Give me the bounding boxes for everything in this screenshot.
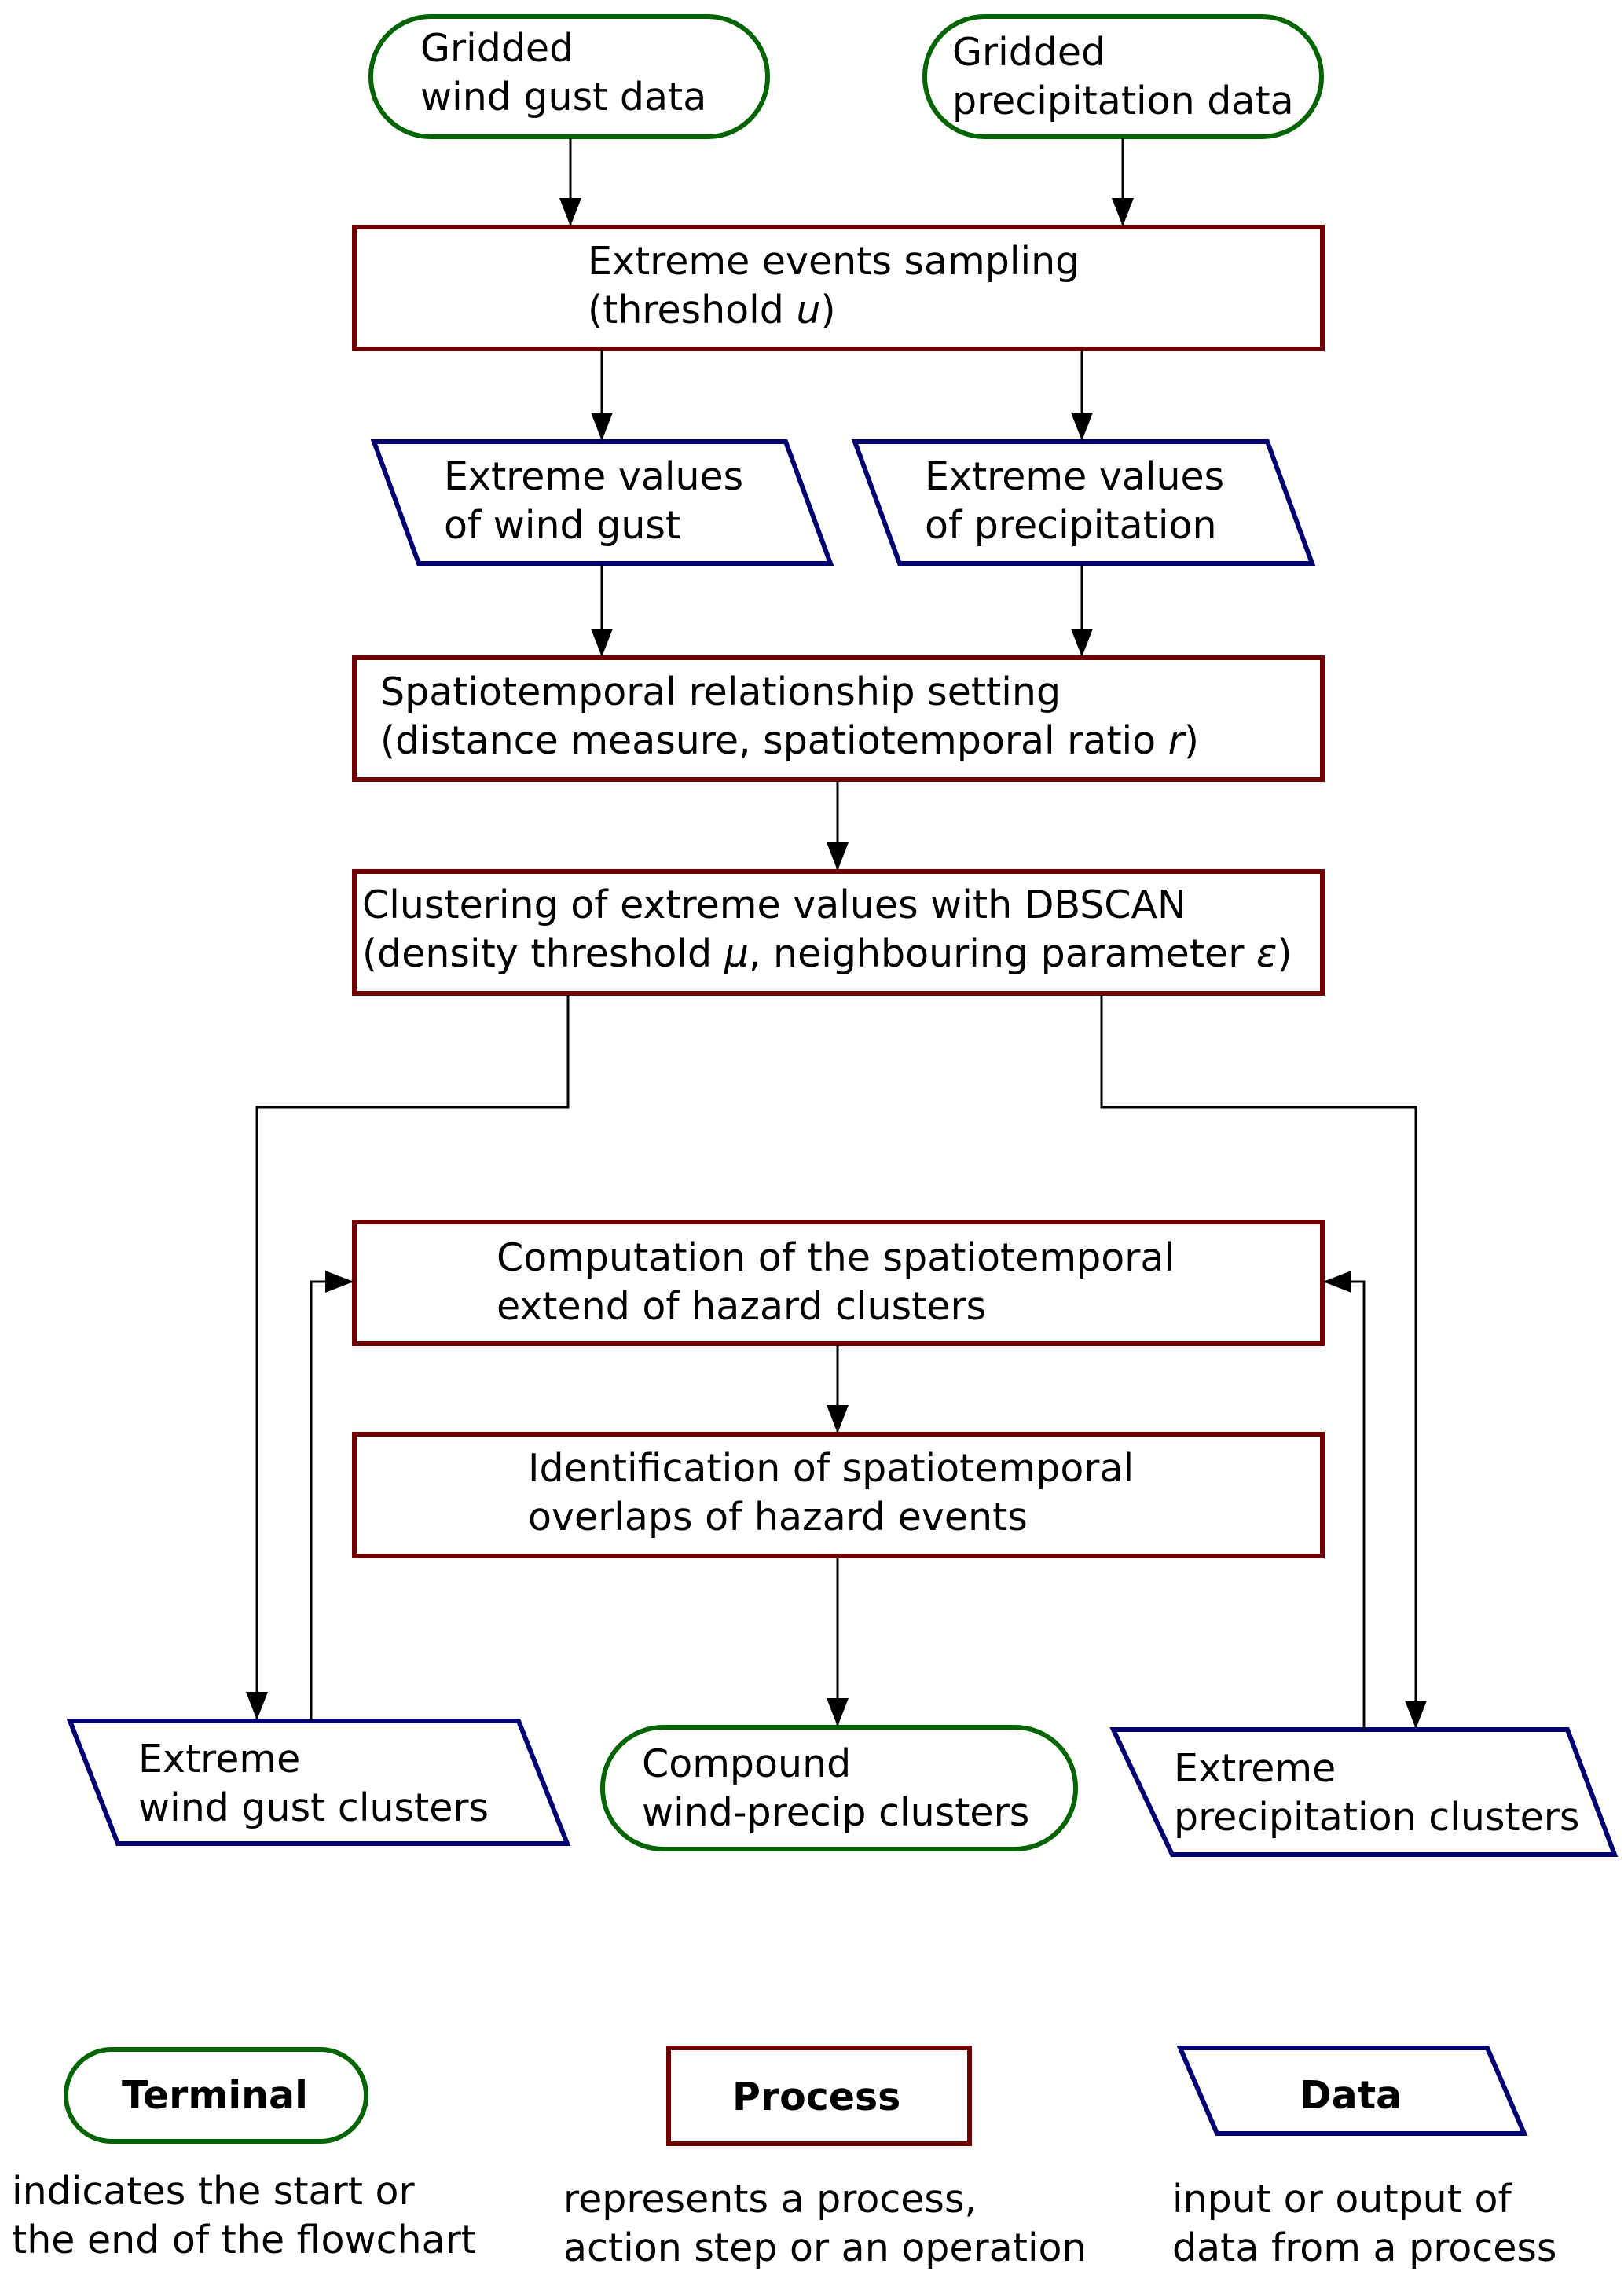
arrow-precip-clusters-to-extent [1323,1271,1366,1730]
data-wind-clusters [66,1719,571,1846]
process-clustering [352,869,1325,996]
terminal-compound [600,1725,1078,1851]
legend-terminal-label: Terminal [122,2073,308,2118]
data-precip-extremes [851,439,1316,566]
process-extent [352,1220,1325,1346]
process-overlaps [352,1432,1325,1558]
arrow-wind-clusters-to-extent [310,1271,354,1721]
clustering-label: Clustering of extreme values with DBSCAN… [362,882,1292,976]
legend-data-label: Data [1300,2073,1402,2118]
terminal-precip-input [922,14,1324,139]
legend-process-shape [666,2046,972,2146]
legend-process-label: Process [732,2075,901,2119]
process-relationship [352,655,1325,782]
legend-process-desc: represents a process,action step or an o… [563,2177,1087,2270]
terminal-wind-input [368,14,770,139]
sampling-label: Extreme events sampling(threshold u) [588,239,1080,332]
process-sampling [352,225,1325,351]
relationship-label: Spatiotemporal relationship setting(dist… [380,670,1200,763]
legend-data-shape [1176,2046,1528,2136]
data-precip-clusters [1109,1727,1619,1857]
data-wind-extremes [370,439,834,566]
arrow-clustering-to-precip-clusters [1100,995,1427,1729]
arrow-clustering-to-wind-clusters [246,995,570,1720]
legend-terminal-shape [64,2047,368,2144]
